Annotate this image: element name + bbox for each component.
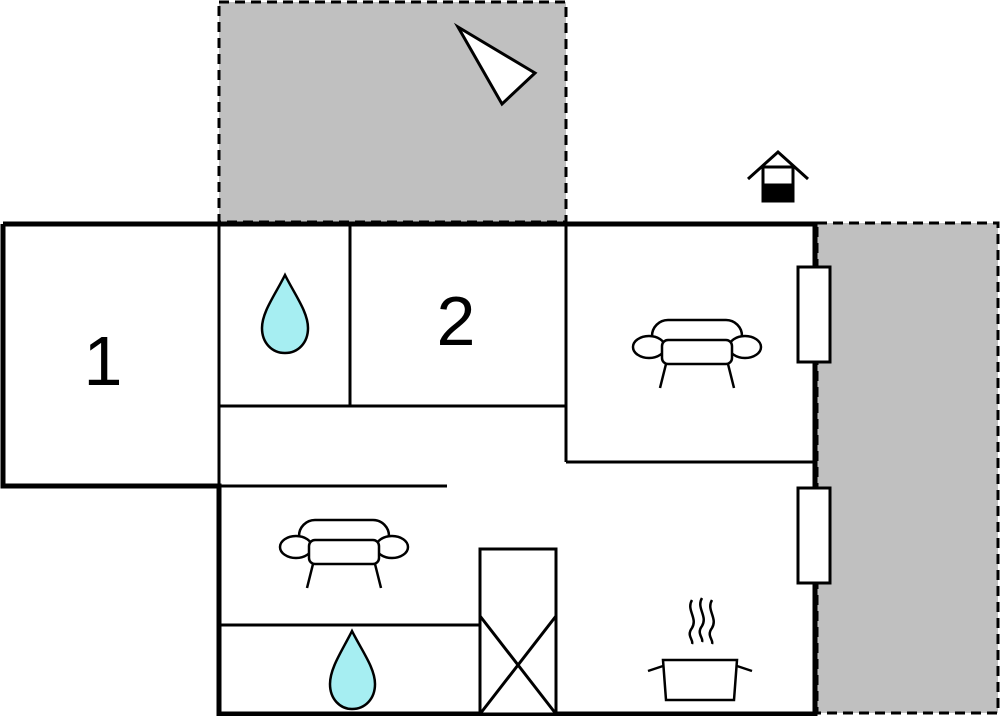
sofa-icon — [631, 318, 763, 389]
north-arrow-icon — [453, 22, 538, 107]
window-icon — [796, 265, 832, 364]
interior-walls — [217, 224, 813, 627]
entrance-house-icon — [746, 149, 810, 203]
sofa-icon — [278, 518, 410, 589]
terrace-right — [815, 221, 1000, 715]
stairs-icon — [478, 547, 558, 716]
water-drop-icon — [260, 272, 310, 355]
cooking-pot-icon — [647, 597, 753, 702]
outer-walls — [0, 221, 818, 716]
water-drop-icon — [328, 628, 377, 711]
window-icon — [796, 486, 832, 585]
terrace-top — [217, 0, 568, 224]
room-number-2: 2 — [437, 282, 476, 360]
room-number-1: 1 — [84, 322, 123, 400]
